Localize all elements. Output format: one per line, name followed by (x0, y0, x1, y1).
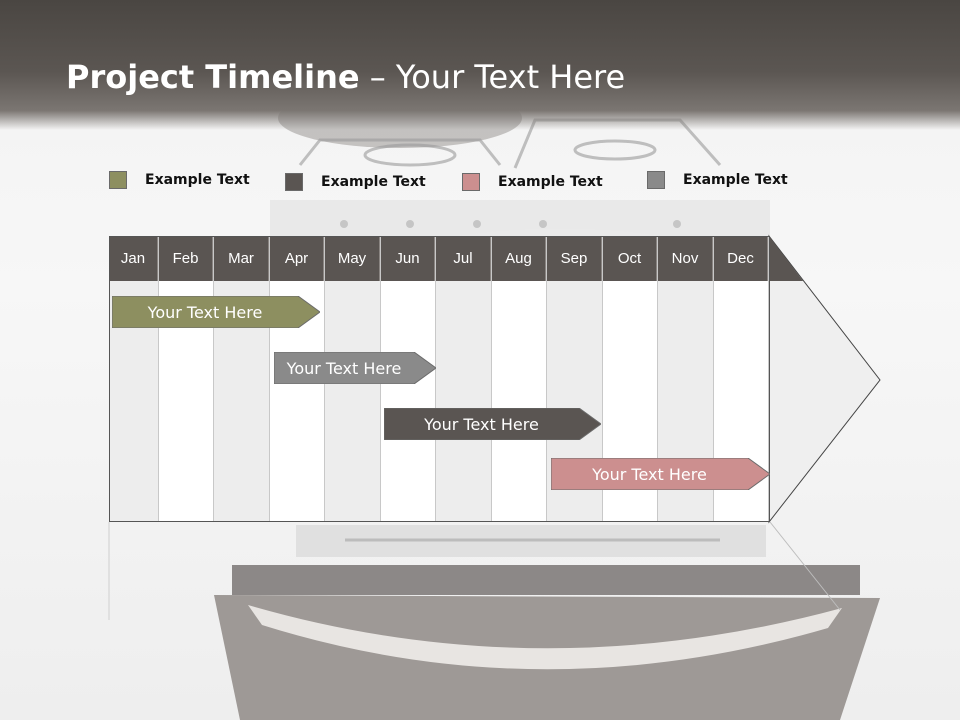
month-header: Jul (436, 236, 491, 281)
legend-label: Example Text (498, 174, 603, 190)
task-label: Your Text Here (286, 358, 402, 378)
month-header: Oct (603, 236, 657, 281)
legend-item-2: Example Text (285, 172, 426, 192)
legend-label: Example Text (683, 172, 788, 188)
task-arrow-shape (274, 352, 436, 384)
task-arrow-1[interactable]: Your Text Here (112, 296, 320, 328)
task-arrow-shape (112, 296, 320, 328)
task-arrow-4[interactable]: Your Text Here (551, 458, 770, 490)
task-arrow-shape (551, 458, 770, 490)
month-header: Dec (714, 236, 768, 281)
title-rest: – Your Text Here (359, 58, 626, 96)
legend-item-3: Example Text (462, 172, 603, 192)
legend-item-4: Example Text (647, 170, 788, 190)
legend-label: Example Text (321, 174, 426, 190)
task-label: Your Text Here (147, 302, 263, 322)
month-column-jan: Jan (109, 236, 159, 522)
month-column-mar: Mar (214, 236, 270, 522)
legend-label: Example Text (145, 172, 250, 188)
month-header: Nov (658, 236, 713, 281)
month-header: Sep (547, 236, 602, 281)
title-band (0, 0, 960, 130)
month-header: Apr (270, 236, 324, 281)
task-arrow-3[interactable]: Your Text Here (384, 408, 601, 440)
month-header: Jan (109, 236, 158, 281)
task-arrow-2[interactable]: Your Text Here (274, 352, 436, 384)
task-arrow-shape (384, 408, 601, 440)
task-label: Your Text Here (592, 464, 707, 484)
legend-item-1: Example Text (109, 170, 250, 190)
month-header: Jun (381, 236, 435, 281)
title-bold: Project Timeline (66, 58, 360, 96)
month-column-jul: Jul (436, 236, 492, 522)
month-header: Feb (159, 236, 213, 281)
month-column-aug: Aug (492, 236, 547, 522)
month-column-feb: Feb (159, 236, 214, 522)
month-header: Mar (214, 236, 269, 281)
legend-swatch (109, 171, 127, 189)
month-header: May (325, 236, 380, 281)
legend-swatch (285, 173, 303, 191)
task-label: Your Text Here (424, 414, 539, 434)
page-title: Project Timeline – Your Text Here (66, 58, 625, 96)
month-header: Aug (492, 236, 546, 281)
legend-swatch (462, 173, 480, 191)
legend-swatch (647, 171, 665, 189)
